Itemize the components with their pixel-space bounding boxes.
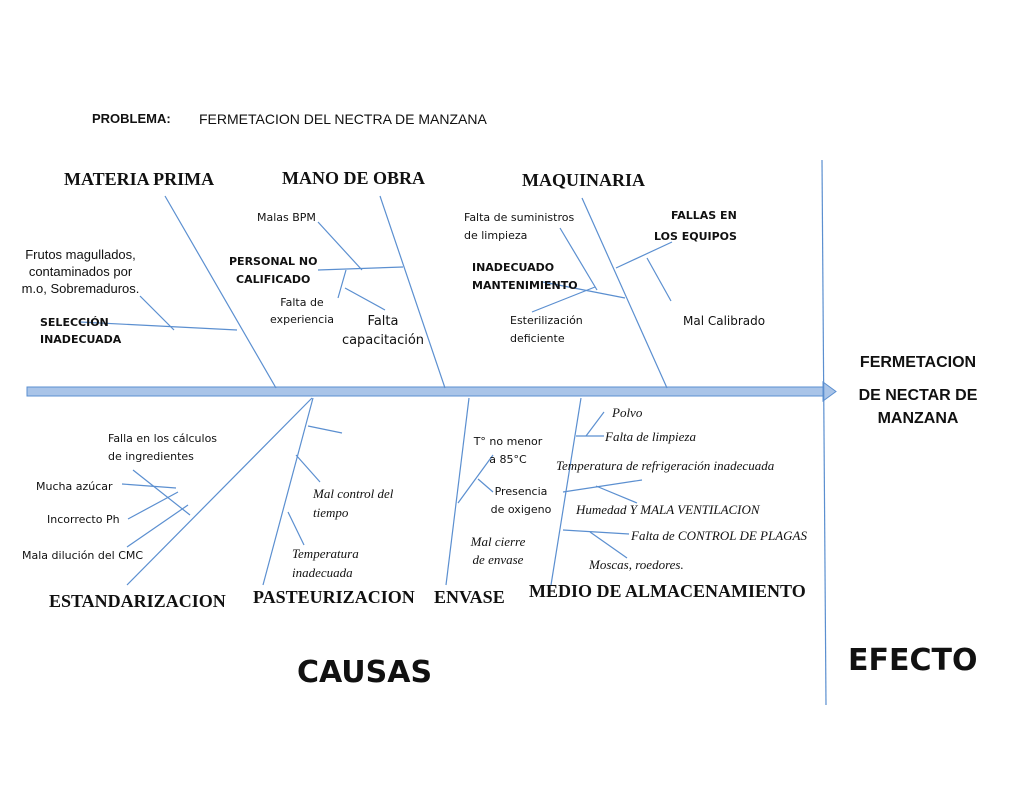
twig-frutos (139, 295, 175, 331)
category-title-materia-prima: MATERIA PRIMA (64, 169, 215, 189)
branch-refrigeracion (562, 479, 643, 493)
cause-t85-1: T° no menor (473, 435, 543, 448)
cause-falta-limpieza: Falta de limpieza (605, 429, 696, 444)
cause-malas-bpm: Malas BPM (257, 211, 316, 224)
twig-mal-calibrado (646, 257, 672, 302)
cause-falta-capacitacion-1: Falta (367, 314, 399, 329)
twig-t85 (457, 454, 494, 504)
cause-humedad: Humedad Y MALA VENTILACION (576, 502, 760, 517)
branch-seleccion (79, 321, 238, 331)
cause-mal-control-2: tiempo (313, 505, 349, 520)
cause-frutos-3: m.o, Sobremaduros. (21, 281, 140, 296)
bone-maquinaria (581, 197, 668, 389)
twig-humedad (595, 485, 638, 504)
cause-cmc: Mala dilución del CMC (22, 549, 144, 562)
cause-plagas: Falta de CONTROL DE PLAGAS (631, 528, 807, 543)
problem-text: FERMETACION DEL NECTRA DE MANZANA (199, 111, 487, 127)
branch-fallas (615, 241, 673, 269)
twig-mal-control (295, 454, 321, 483)
cause-personal-1: PERSONAL NO (229, 255, 318, 268)
branch-mantenimiento (542, 281, 626, 299)
cause-suministros-1: Falta de suministros (464, 211, 575, 224)
cause-seleccion-2: INADECUADA (40, 333, 122, 346)
cause-cierre-1: Mal cierre (470, 534, 526, 549)
cause-seleccion-1: SELECCIÓN (40, 316, 109, 329)
branch-plagas (562, 529, 630, 535)
cause-oxigeno-2: de oxigeno (490, 503, 552, 516)
cause-mantenimiento-2: MANTENIMIENTO (472, 279, 578, 292)
category-title-maquinaria: MAQUINARIA (522, 170, 645, 190)
twig-top (307, 425, 343, 434)
twig-ph (127, 491, 179, 520)
cause-frutos-1: Frutos magullados, (25, 247, 136, 262)
cause-calculos-2: de ingredientes (108, 450, 194, 463)
cause-azucar: Mucha azúcar (36, 480, 113, 493)
twig-moscas (589, 531, 628, 559)
cause-esterilizacion-2: deficiente (510, 332, 565, 345)
cause-falta-experiencia-1: Falta de (280, 296, 324, 309)
category-title-pasteurizacion: PASTEURIZACION (253, 587, 415, 607)
cause-suministros-2: de limpieza (464, 229, 528, 242)
category-title-mano-de-obra: MANO DE OBRA (282, 168, 425, 188)
cause-frutos-2: contaminados por (28, 264, 133, 279)
twig-falta-experiencia (337, 269, 347, 299)
twig-suministros (559, 227, 598, 291)
cause-mantenimiento-1: INADECUADO (472, 261, 555, 274)
effect-line-1: FERMETACION (859, 354, 977, 371)
cause-temperatura-1: Temperatura (292, 546, 359, 561)
causes-heading: CAUSAS (297, 655, 433, 690)
bone-pasteurizacion (262, 397, 314, 586)
problem-label: PROBLEMA: (92, 111, 171, 126)
cause-moscas: Moscas, roedores. (589, 557, 684, 572)
twig-oxigeno (477, 478, 494, 493)
cause-personal-2: CALIFICADO (236, 273, 311, 286)
category-title-almacenamiento: MEDIO DE ALMACENAMIENTO (529, 581, 806, 601)
spine-arrow (26, 381, 837, 402)
branch-calculos (132, 469, 191, 516)
cause-ph: Incorrecto Ph (47, 513, 120, 526)
twig-falta-capacitacion (344, 287, 386, 311)
cause-calculos-1: Falla en los cálculos (108, 432, 218, 445)
cause-esterilizacion-1: Esterilización (510, 314, 583, 327)
effect-line-2: DE NECTAR DE (858, 387, 978, 404)
effect-heading: EFECTO (848, 643, 978, 678)
twig-esterilizacion (531, 286, 596, 313)
twig-cmc (126, 504, 189, 548)
twig-temperatura (287, 511, 305, 546)
twig-malas-bpm (317, 221, 363, 271)
effect-line-3: MANZANA (877, 410, 959, 427)
cause-falta-capacitacion-2: capacitación (341, 333, 425, 348)
bone-envase (445, 397, 470, 586)
cause-mal-calibrado: Mal Calibrado (683, 314, 766, 328)
cause-t85-2: a 85°C (489, 453, 527, 466)
twig-azucar (121, 483, 177, 489)
effect-divider (821, 159, 827, 706)
bone-mano-de-obra (379, 195, 446, 389)
cause-temperatura-2: inadecuada (292, 565, 353, 580)
cause-mal-control-1: Mal control del (313, 486, 394, 501)
cause-fallas-2: LOS EQUIPOS (654, 230, 737, 243)
cause-cierre-2: de envase (472, 552, 524, 567)
cause-oxigeno-1: Presencia (494, 485, 548, 498)
cause-polvo: Polvo (612, 405, 643, 420)
twig-polvo (585, 411, 605, 437)
category-title-envase: ENVASE (434, 587, 505, 607)
bone-materia-prima (164, 195, 277, 389)
category-title-estandarizacion: ESTANDARIZACION (49, 591, 226, 611)
cause-falta-experiencia-2: experiencia (270, 313, 334, 326)
cause-fallas-1: FALLAS EN (671, 209, 737, 222)
bone-estandarizacion (126, 397, 313, 586)
cause-refrigeracion: Temperatura de refrigeración inadecuada (556, 458, 775, 473)
